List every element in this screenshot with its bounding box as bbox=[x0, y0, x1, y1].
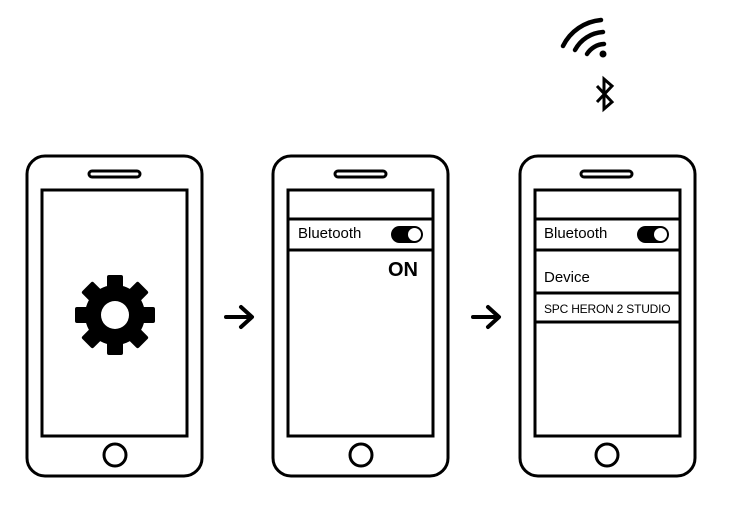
phone-settings bbox=[25, 154, 204, 478]
toggle-on-icon bbox=[637, 226, 669, 243]
wifi-icon bbox=[560, 17, 607, 57]
arrow-right-icon bbox=[471, 305, 501, 329]
gear-icon bbox=[75, 275, 155, 355]
bluetooth-icon bbox=[595, 75, 615, 113]
bluetooth-state-label: ON bbox=[388, 259, 418, 281]
phone-device-list bbox=[518, 154, 697, 478]
phone-bluetooth-toggle bbox=[271, 154, 450, 478]
arrow-right-icon bbox=[224, 305, 254, 329]
wifi-dot-icon bbox=[599, 50, 607, 58]
bluetooth-label: Bluetooth bbox=[298, 225, 362, 242]
device-list-item: SPC HERON 2 STUDIO bbox=[544, 302, 671, 316]
bluetooth-label: Bluetooth bbox=[544, 225, 608, 242]
device-heading: Device bbox=[544, 269, 590, 286]
toggle-on-icon bbox=[391, 226, 423, 243]
